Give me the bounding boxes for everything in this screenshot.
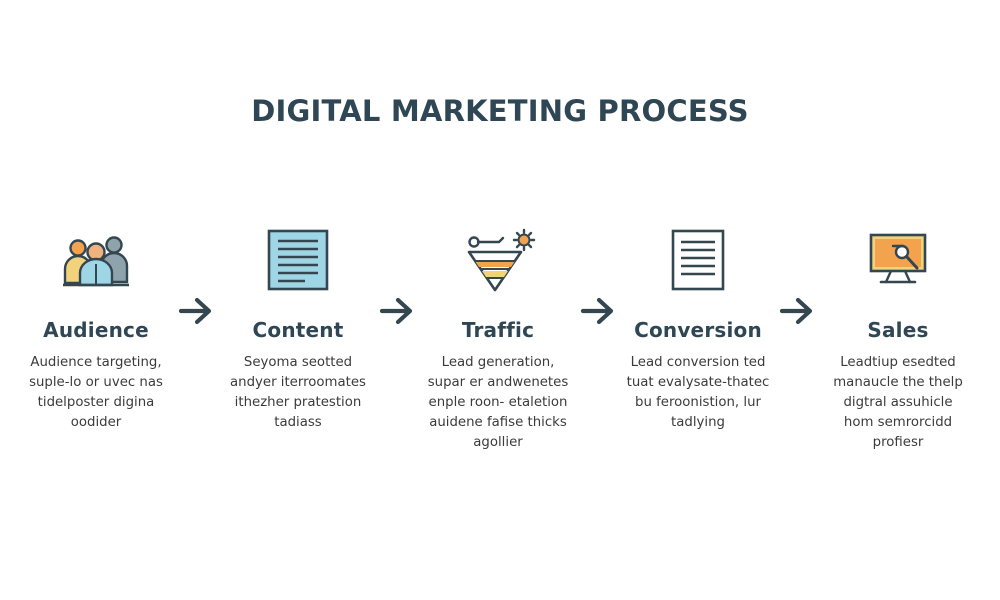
arrow-right-icon: [779, 297, 813, 325]
step-label: Traffic: [461, 318, 535, 342]
description-line: profiesr: [872, 435, 924, 450]
arrow-right-icon: [379, 297, 413, 325]
description-line: hom semrorcidd: [843, 415, 953, 430]
step-label: Content: [252, 318, 344, 342]
step-description: Lead conversion ted tuat evalysate-thate…: [608, 353, 788, 433]
description-line: ithezher pratestion: [234, 395, 362, 410]
conversion-list-icon: [671, 229, 725, 291]
description-line: agollier: [473, 435, 523, 450]
step-sales: Sales Leadtiup esedted manaucle the thel…: [808, 228, 988, 453]
description-line: enple roon- etaletion: [428, 395, 568, 410]
description-line: Lead conversion ted: [630, 355, 766, 370]
step-audience: Audience Audience targeting, suple-lo or…: [6, 228, 186, 433]
description-line: auidene fafise thicks: [429, 415, 567, 430]
arrow-right-icon: [580, 297, 614, 325]
traffic-funnel-icon: [467, 228, 536, 292]
description-line: supar er andwenetes: [427, 375, 569, 390]
description-line: tadlying: [671, 415, 725, 430]
description-line: tadiass: [274, 415, 322, 430]
description-line: Lead generation,: [441, 355, 555, 370]
gear-icon: [512, 228, 536, 252]
step-label: Conversion: [634, 318, 762, 342]
step-traffic: Traffic Lead generation, supar er andwen…: [408, 228, 588, 453]
step-label: Audience: [43, 318, 149, 342]
description-line: bu feroonistion, lur: [635, 395, 761, 410]
description-line: manaucle the thelp: [833, 375, 963, 390]
step-description: Audience targeting, suple-lo or uvec nas…: [6, 353, 186, 433]
step-description: Seyoma seotted andyer iterroomates ithez…: [208, 353, 388, 433]
description-line: tuat evalysate-thatec: [626, 375, 770, 390]
description-line: oodider: [70, 415, 122, 430]
page-title: DIGITAL MARKETING PROCESS: [251, 94, 749, 128]
step-conversion: Conversion Lead conversion ted tuat eval…: [608, 228, 788, 433]
sales-monitor-icon: [869, 233, 927, 284]
step-description: Leadtiup esedted manaucle the thelp digt…: [808, 353, 988, 453]
description-line: tidelposter digina: [37, 395, 155, 410]
description-line: andyer iterroomates: [230, 375, 366, 390]
description-line: suple-lo or uvec nas: [29, 375, 163, 390]
content-document-icon: [267, 229, 329, 291]
description-line: Audience targeting,: [30, 355, 162, 370]
description-line: Seyoma seotted: [243, 355, 353, 370]
step-description: Lead generation, supar er andwenetes enp…: [408, 353, 588, 453]
step-label: Sales: [867, 318, 929, 342]
step-content: Content Seyoma seotted andyer iterroomat…: [208, 228, 388, 433]
description-line: digtral assuhicle: [843, 395, 953, 410]
audience-group-icon: [63, 236, 129, 287]
description-line: Leadtiup esedted: [840, 355, 956, 370]
arrow-right-icon: [178, 297, 212, 325]
